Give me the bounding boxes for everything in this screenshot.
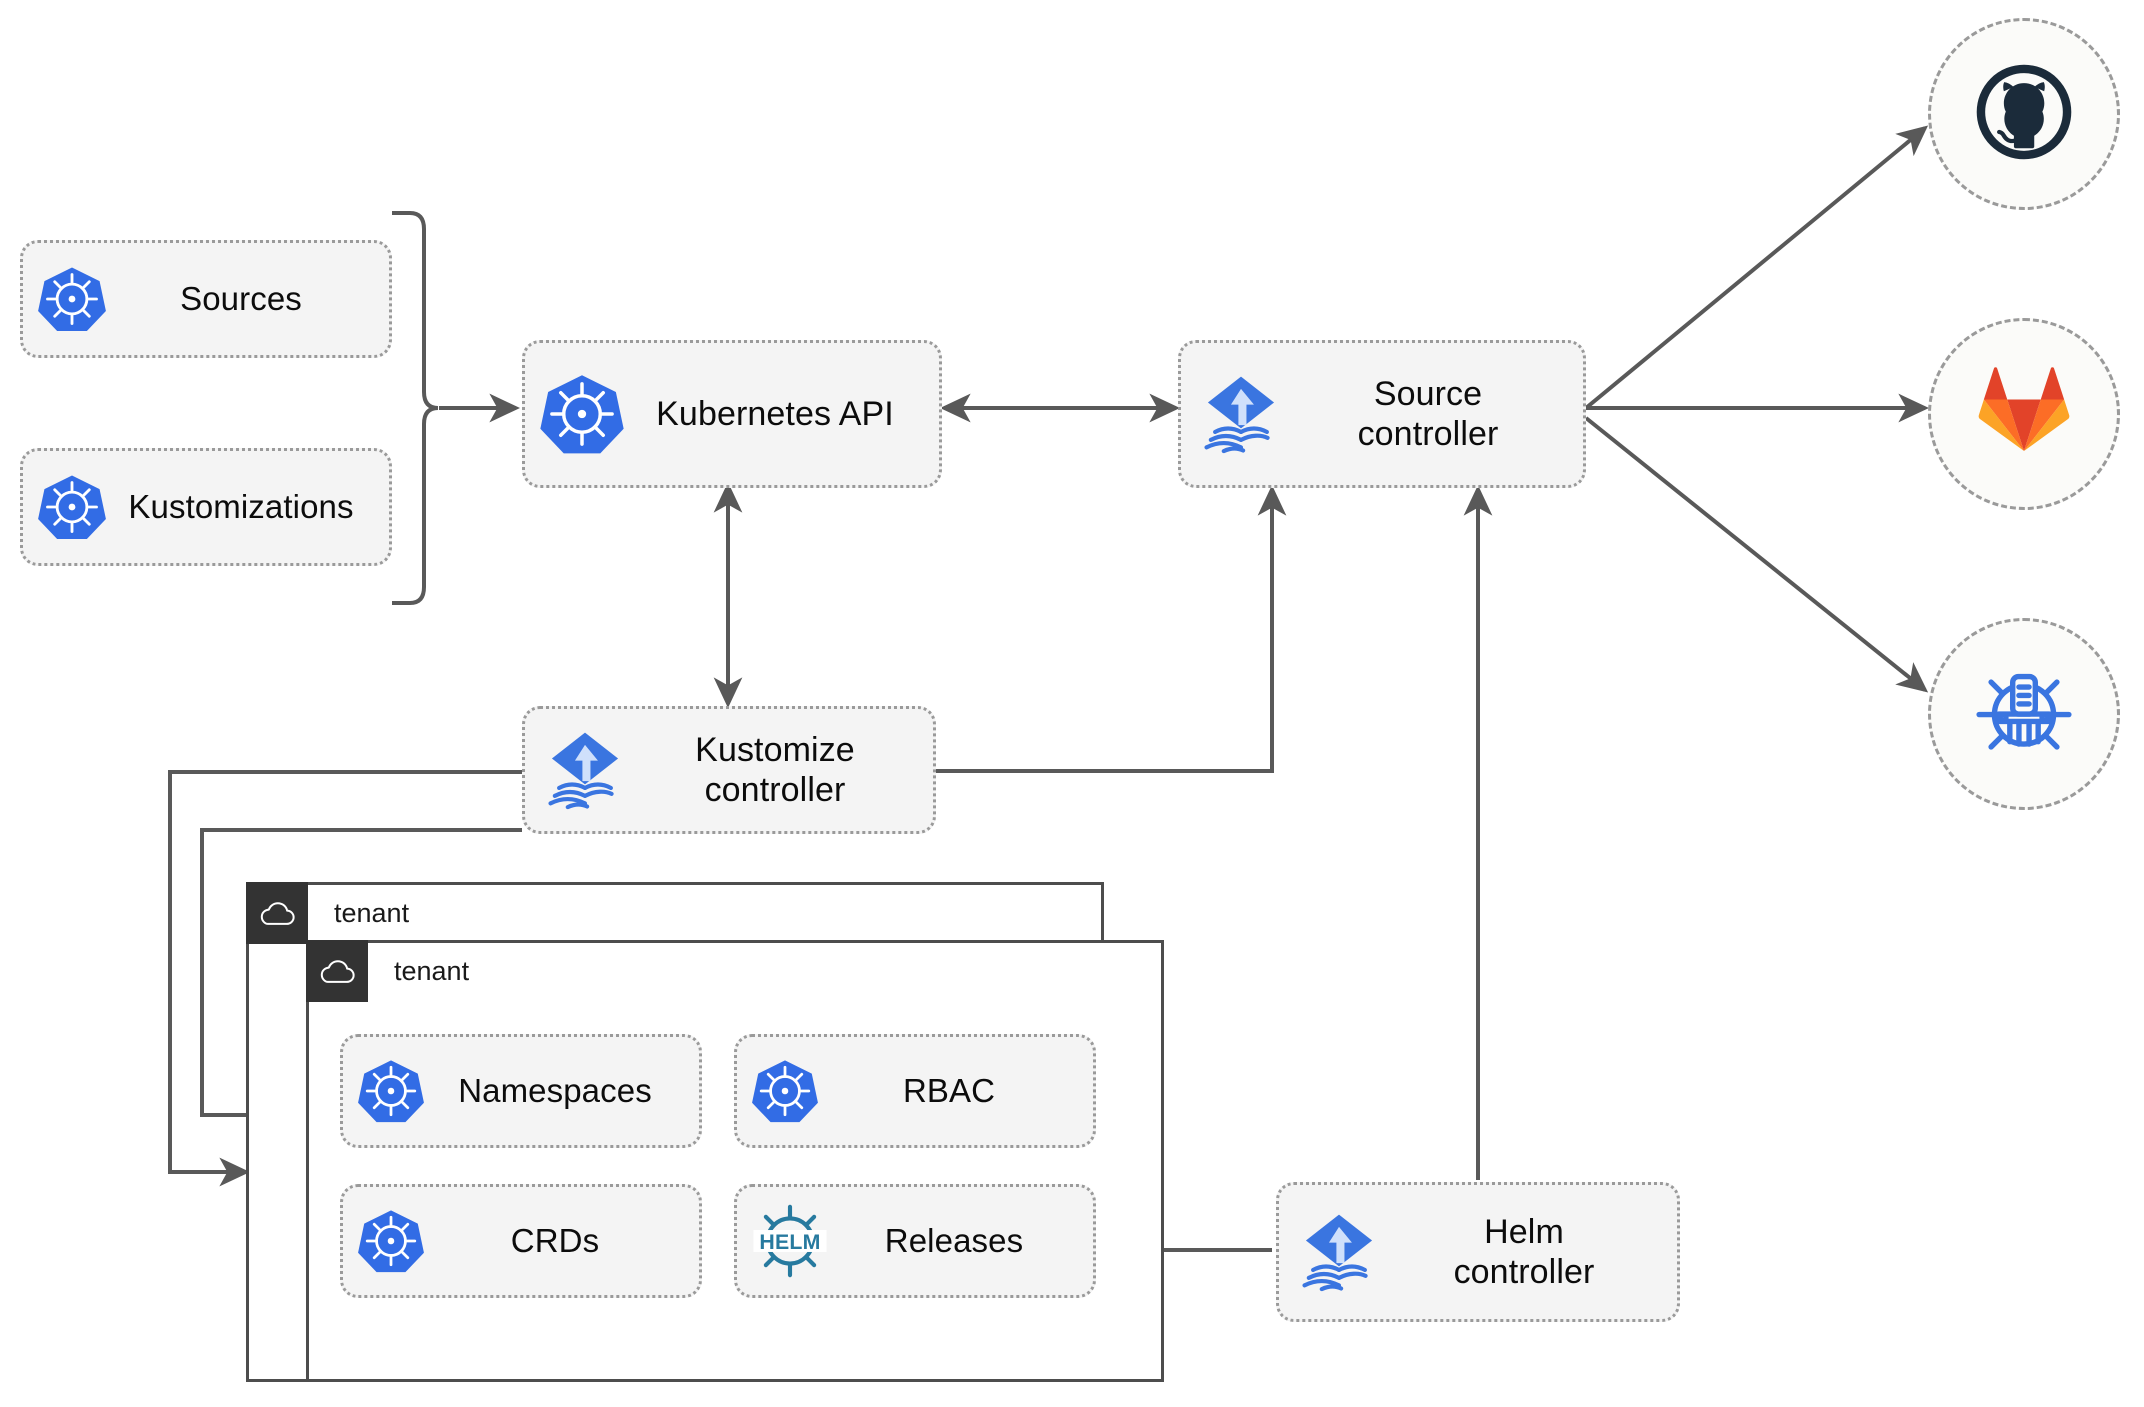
node-crds[interactable]: CRDs [340, 1184, 702, 1298]
kubernetes-icon [539, 371, 625, 457]
cloud-icon [246, 882, 308, 944]
node-label: Kubernetes API [656, 394, 894, 433]
node-source-controller[interactable]: Source controller [1178, 340, 1586, 488]
flux-icon [1195, 368, 1287, 460]
kubernetes-icon [357, 1207, 425, 1275]
tenant-label: tenant [334, 898, 410, 928]
node-label: Releases [884, 1221, 1024, 1259]
flux-icon [539, 724, 631, 816]
node-helm-controller[interactable]: Helm controller [1276, 1182, 1680, 1322]
tenant-header-1: tenant [246, 882, 409, 944]
node-kustomizations[interactable]: Kustomizations [20, 448, 392, 566]
flux-icon [1293, 1206, 1385, 1298]
wire-source-to-helmrepo [1584, 416, 1929, 693]
node-sources[interactable]: Sources [20, 240, 392, 358]
cloud-icon [306, 940, 368, 1002]
helm-icon: HELM [751, 1202, 829, 1280]
node-label: Namespaces [458, 1071, 652, 1109]
node-rbac[interactable]: RBAC [734, 1034, 1096, 1148]
node-kubernetes-api[interactable]: Kubernetes API [522, 340, 942, 488]
node-label: Source controller [1357, 374, 1499, 453]
svg-text:HELM: HELM [759, 1230, 820, 1254]
node-label: CRDs [510, 1221, 600, 1259]
helm-repository-icon [1970, 658, 2078, 771]
tenant-header-2: tenant [306, 940, 469, 1002]
node-namespaces[interactable]: Namespaces [340, 1034, 702, 1148]
provider-helm-repository[interactable] [1928, 618, 2120, 810]
kubernetes-icon [37, 472, 107, 542]
kubernetes-icon [357, 1057, 425, 1125]
provider-gitlab[interactable] [1928, 318, 2120, 510]
tenant-label: tenant [394, 956, 470, 986]
node-label: Sources [180, 279, 302, 317]
gitlab-icon [1972, 360, 2076, 469]
provider-github[interactable] [1928, 18, 2120, 210]
tenant-container-2[interactable]: tenant [306, 940, 1164, 1382]
node-label: Kustomize controller [695, 730, 855, 809]
group-brace [392, 211, 439, 605]
kubernetes-icon [37, 264, 107, 334]
kubernetes-icon [751, 1057, 819, 1125]
github-icon [1972, 60, 2076, 169]
node-label: Helm controller [1453, 1212, 1595, 1291]
node-label: RBAC [902, 1071, 996, 1109]
node-kustomize-controller[interactable]: Kustomize controller [522, 706, 936, 834]
node-label: Kustomizations [128, 487, 354, 525]
wire-kustomize-to-source [936, 484, 1287, 773]
wire-source-to-github [1584, 125, 1929, 410]
node-releases[interactable]: HELM Releases [734, 1184, 1096, 1298]
